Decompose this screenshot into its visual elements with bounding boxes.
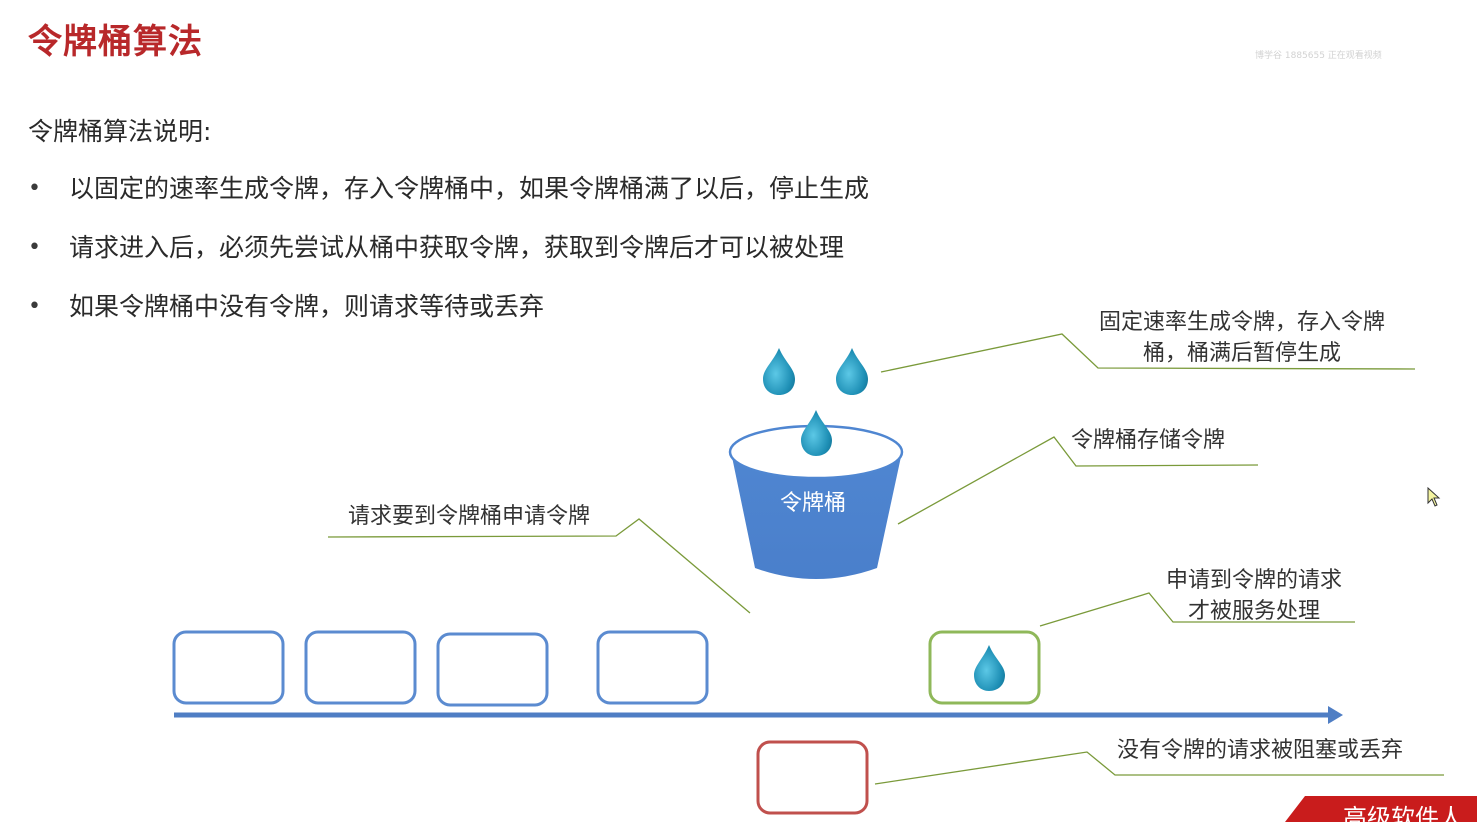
request-box [596, 630, 709, 705]
bullet-dot: • [28, 294, 41, 319]
bullet-item: • 请求进入后，必须先尝试从桶中获取令牌，获取到令牌后才可以被处理 [28, 231, 869, 290]
bullet-text: 以固定的速率生成令牌，存入令牌桶中，如果令牌桶满了以后，停止生成 [69, 174, 870, 203]
bullet-dot: • [28, 235, 41, 260]
intro-heading: 令牌桶算法说明: [28, 117, 212, 146]
blocked-request-box [756, 740, 869, 815]
bullet-dot: • [28, 176, 41, 201]
viewer-watermark: 博学谷 1885655 正在观看视频 [1255, 51, 1382, 61]
bullet-list: • 以固定的速率生成令牌，存入令牌桶中，如果令牌桶满了以后，停止生成 • 请求进入后… [28, 172, 869, 349]
bullet-text: 请求进入后，必须先尝试从桶中获取令牌，获取到令牌后才可以被处理 [69, 233, 845, 262]
request-box [304, 630, 417, 705]
token-drop-icon [974, 645, 1005, 691]
bullet-text: 如果令牌桶中没有令牌，则请求等待或丢弃 [69, 292, 545, 321]
bullet-item: • 以固定的速率生成令牌，存入令牌桶中，如果令牌桶满了以后，停止生成 [28, 172, 869, 231]
corner-banner-text: 高级软件人 [1343, 804, 1463, 822]
callout-served-line1: 申请到令牌的请求 [1165, 568, 1342, 593]
slide-title: 令牌桶算法 [28, 22, 203, 62]
callout-served: 申请到令牌的请求 才被服务处理 [1150, 565, 1358, 627]
callout-line-store [897, 436, 1259, 525]
bullet-item: • 如果令牌桶中没有令牌，则请求等待或丢弃 [28, 290, 869, 349]
token-drop-icon [763, 348, 795, 395]
corner-banner: 高级软件人 [1285, 796, 1477, 822]
request-box [436, 632, 549, 707]
callout-generate-line2: 桶，桶满后暂停生成 [1142, 341, 1341, 366]
callout-line-blocked [874, 751, 1444, 785]
request-box [172, 630, 285, 705]
bucket-label: 令牌桶 [780, 491, 847, 516]
callout-request: 请求要到令牌桶申请令牌 [348, 504, 591, 529]
callout-blocked: 没有令牌的请求被阻塞或丢弃 [1117, 738, 1404, 763]
callout-line-request [327, 518, 751, 614]
token-drop-icon [801, 410, 832, 456]
callout-line-generate [880, 333, 1416, 373]
callout-store: 令牌桶存储令牌 [1071, 428, 1226, 453]
callout-generate: 固定速率生成令牌，存入令牌 桶，桶满后暂停生成 [1080, 307, 1404, 369]
token-drop-icon [836, 348, 868, 395]
callout-generate-line1: 固定速率生成令牌，存入令牌 [1098, 310, 1385, 335]
callout-served-line2: 才被服务处理 [1187, 599, 1320, 624]
mouse-cursor-icon [1427, 487, 1441, 507]
callout-line-served [1039, 592, 1355, 627]
timeline-arrow [174, 706, 1343, 724]
